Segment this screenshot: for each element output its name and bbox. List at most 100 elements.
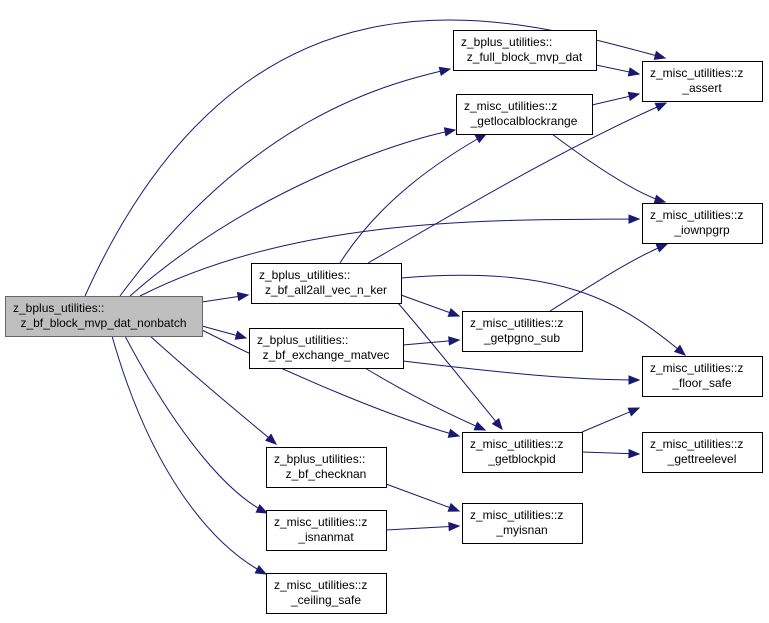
- edge-root-to-all2all: [201, 291, 250, 303]
- edge-all2all-to-getblockpid: [397, 302, 503, 431]
- edge-line: [367, 102, 667, 264]
- node-box: [266, 510, 387, 551]
- node-label-line-1: z_misc_utilities::z: [650, 66, 743, 80]
- node-all2all[interactable]: z_bplus_utilities::z_bf_all2all_vec_n_ke…: [251, 263, 402, 304]
- node-label-line-1: z_misc_utilities::z: [470, 316, 563, 330]
- node-getblockpid[interactable]: z_misc_utilities::z_getblockpid: [462, 432, 583, 473]
- node-box: [453, 30, 597, 71]
- arrow-head-icon: [473, 421, 487, 431]
- edge-all2all-to-getlocalblockrange: [339, 133, 488, 264]
- arrow-head-icon: [448, 336, 461, 346]
- node-label-line-1: z_misc_utilities::z: [470, 508, 563, 522]
- edge-exchange-to-floor: [402, 360, 641, 385]
- node-iownpgrp[interactable]: z_misc_utilities::z_iownpgrp: [642, 203, 763, 244]
- node-gettreelevel[interactable]: z_misc_utilities::z_gettreelevel: [642, 432, 763, 473]
- node-label-line-2: _getpgno_sub: [483, 331, 560, 345]
- node-label-line-2: _iownpgrp: [673, 223, 730, 237]
- node-full_block[interactable]: z_bplus_utilities::z_full_block_mvp_dat: [453, 30, 597, 71]
- node-label-line-2: _floor_safe: [671, 376, 732, 390]
- edge-getblockpid-to-floor: [581, 407, 641, 433]
- arrow-head-icon: [255, 504, 269, 514]
- node-label-line-1: z_misc_utilities::z: [470, 437, 563, 451]
- arrow-head-icon: [628, 448, 641, 459]
- node-label-line-2: _assert: [681, 81, 722, 95]
- node-box: [249, 328, 404, 369]
- node-isnanmat[interactable]: z_misc_utilities::z_isnanmat: [266, 510, 387, 551]
- edge-line: [129, 129, 456, 297]
- node-box: [251, 263, 402, 304]
- arrow-head-icon: [628, 214, 641, 224]
- node-box: [266, 573, 387, 614]
- edge-getblockpid-to-gettreelevel: [581, 448, 641, 459]
- node-myisnan[interactable]: z_misc_utilities::z_myisnan: [462, 503, 583, 544]
- node-ceiling[interactable]: z_misc_utilities::z_ceiling_safe: [266, 573, 387, 614]
- edge-line: [111, 335, 267, 575]
- node-label-line-1: z_misc_utilities::z: [464, 99, 557, 113]
- edge-getlocalblockrange-to-assert: [591, 91, 641, 106]
- edge-root-to-ceiling: [111, 335, 268, 575]
- arrow-head-icon: [628, 375, 641, 385]
- node-label-line-1: z_misc_utilities::z: [650, 208, 743, 222]
- nodes-layer: z_bplus_utilities::z_bf_block_mvp_dat_no…: [5, 30, 763, 614]
- arrow-head-icon: [447, 307, 461, 317]
- arrow-head-icon: [264, 433, 278, 445]
- node-getpgno[interactable]: z_misc_utilities::z_getpgno_sub: [462, 311, 583, 352]
- node-checknan[interactable]: z_bplus_utilities::z_bf_checknan: [266, 447, 387, 488]
- edge-line: [385, 483, 460, 512]
- arrow-head-icon: [655, 243, 669, 253]
- arrow-head-icon: [448, 521, 461, 532]
- edge-exchange-to-getpgno: [402, 336, 461, 346]
- edge-line: [124, 335, 268, 514]
- node-label-line-1: z_misc_utilities::z: [274, 515, 367, 529]
- node-label-line-2: _isnanmat: [297, 530, 354, 544]
- arrow-head-icon: [443, 127, 457, 137]
- edge-full_block-to-assert: [595, 64, 641, 77]
- arrow-head-icon: [438, 66, 452, 76]
- edge-line: [549, 243, 668, 312]
- arrow-head-icon: [447, 428, 461, 438]
- arrow-head-icon: [491, 417, 503, 431]
- node-floor[interactable]: z_misc_utilities::z_floor_safe: [642, 356, 763, 397]
- node-label-line-1: z_bplus_utilities::: [274, 452, 365, 466]
- edge-all2all-to-floor: [400, 274, 687, 356]
- arrow-head-icon: [447, 502, 461, 512]
- arrow-head-icon: [654, 102, 668, 112]
- edge-line: [385, 525, 460, 531]
- node-label-line-1: z_bplus_utilities::: [13, 301, 104, 315]
- node-box: [642, 432, 763, 473]
- node-label-line-2: _getlocalblockrange: [470, 114, 578, 128]
- node-label-line-1: z_bplus_utilities::: [259, 268, 350, 282]
- node-label-line-2: z_full_block_mvp_dat: [467, 50, 583, 64]
- edge-line: [402, 360, 640, 381]
- arrow-head-icon: [653, 50, 667, 60]
- node-box: [642, 61, 763, 102]
- node-exchange[interactable]: z_bplus_utilities::z_bf_exchange_matvec: [249, 328, 404, 369]
- node-box: [462, 432, 583, 473]
- node-box: [462, 311, 583, 352]
- arrow-head-icon: [673, 344, 687, 356]
- edge-exchange-to-getblockpid: [364, 367, 487, 431]
- node-label-line-2: z_bf_block_mvp_dat_nonbatch: [20, 316, 186, 330]
- node-label-line-1: z_bplus_utilities::: [257, 333, 348, 347]
- edge-root-to-checknan: [149, 335, 278, 445]
- node-root[interactable]: z_bplus_utilities::z_bf_block_mvp_dat_no…: [5, 296, 203, 337]
- node-label-line-2: z_bf_all2all_vec_n_ker: [265, 283, 387, 297]
- edge-getpgno-to-iownpgrp: [549, 243, 669, 312]
- arrow-head-icon: [627, 91, 641, 102]
- edge-line: [339, 133, 487, 264]
- arrow-head-icon: [627, 67, 641, 77]
- node-label-line-2: _ceiling_safe: [290, 593, 361, 607]
- edge-root-to-getblockpid: [201, 329, 461, 438]
- edge-checknan-to-myisnan: [385, 483, 461, 512]
- node-label-line-1: z_misc_utilities::z: [274, 578, 367, 592]
- edge-line: [119, 68, 451, 297]
- node-label-line-2: _myisnan: [495, 523, 547, 537]
- node-assert[interactable]: z_misc_utilities::z_assert: [642, 61, 763, 102]
- edge-root-to-full_block: [119, 66, 452, 297]
- edge-all2all-to-assert: [367, 102, 668, 264]
- node-label-line-1: z_bplus_utilities::: [461, 35, 552, 49]
- node-label-line-2: _getblockpid: [487, 452, 555, 466]
- edge-getlocalblockrange-to-iownpgrp: [551, 133, 667, 204]
- node-getlocalblockrange[interactable]: z_misc_utilities::z_getlocalblockrange: [456, 94, 593, 135]
